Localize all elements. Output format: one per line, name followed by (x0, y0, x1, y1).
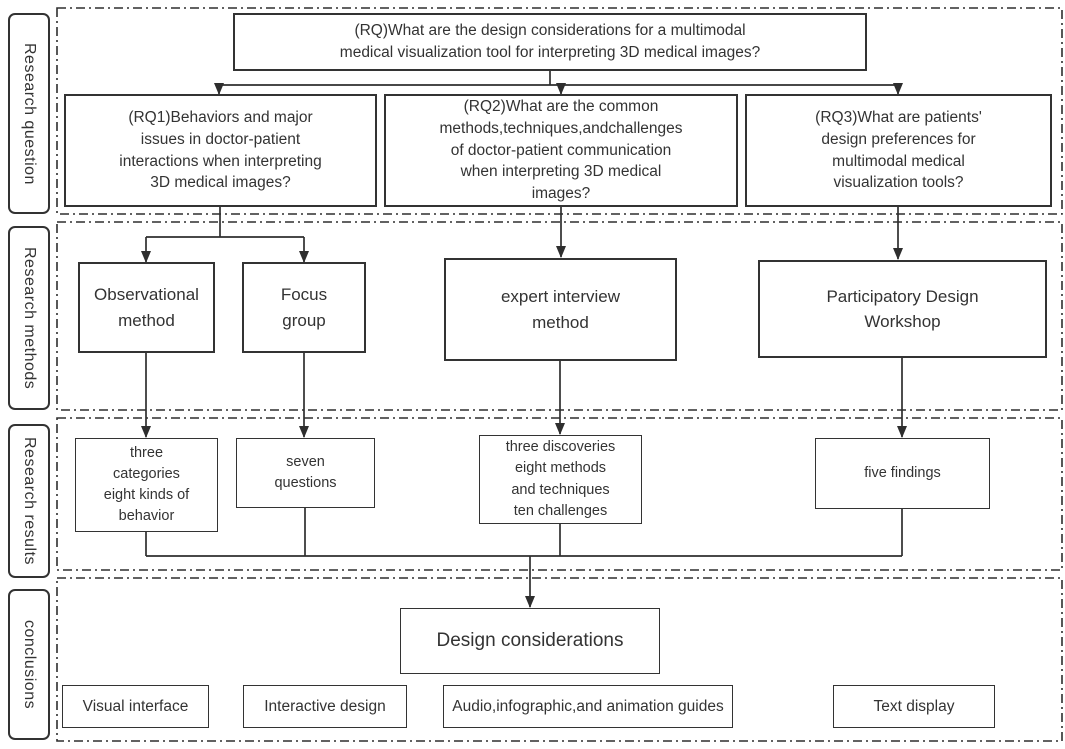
node-method-focus-group: Focus group (242, 262, 366, 353)
node-result-questions: seven questions (236, 438, 375, 508)
node-conclusion-interactive-design: Interactive design (243, 685, 407, 728)
node-conclusion-text-display: Text display (833, 685, 995, 728)
node-rq2: (RQ2)What are the common methods,techniq… (384, 94, 738, 207)
node-rq3: (RQ3)What are patients' design preferenc… (745, 94, 1052, 207)
section-label-research-question: Research question (8, 13, 50, 214)
node-method-expert-interview: expert interview method (444, 258, 677, 361)
section-label-research-methods: Research methods (8, 226, 50, 410)
section-label-text: Research methods (21, 246, 38, 390)
section-label-conclusions: conclusions (8, 589, 50, 740)
node-result-findings: five findings (815, 438, 990, 509)
section-label-text: Research question (21, 42, 38, 185)
node-result-behavior: three categories eight kinds of behavior (75, 438, 218, 532)
section-border-conclusions (56, 577, 1063, 742)
node-rq-main: (RQ)What are the design considerations f… (233, 13, 867, 71)
section-label-text: Research results (21, 436, 38, 566)
node-rq1: (RQ1)Behaviors and major issues in docto… (64, 94, 377, 207)
node-conclusion-main: Design considerations (400, 608, 660, 674)
node-conclusion-audio-guides: Audio,infographic,and animation guides (443, 685, 733, 728)
section-label-research-results: Research results (8, 424, 50, 578)
section-label-text: conclusions (21, 619, 38, 710)
node-conclusion-visual-interface: Visual interface (62, 685, 209, 728)
node-result-discoveries: three discoveries eight methods and tech… (479, 435, 642, 524)
section-border-research-question (56, 7, 1063, 215)
node-method-participatory: Participatory Design Workshop (758, 260, 1047, 358)
node-method-observational: Observational method (78, 262, 215, 353)
